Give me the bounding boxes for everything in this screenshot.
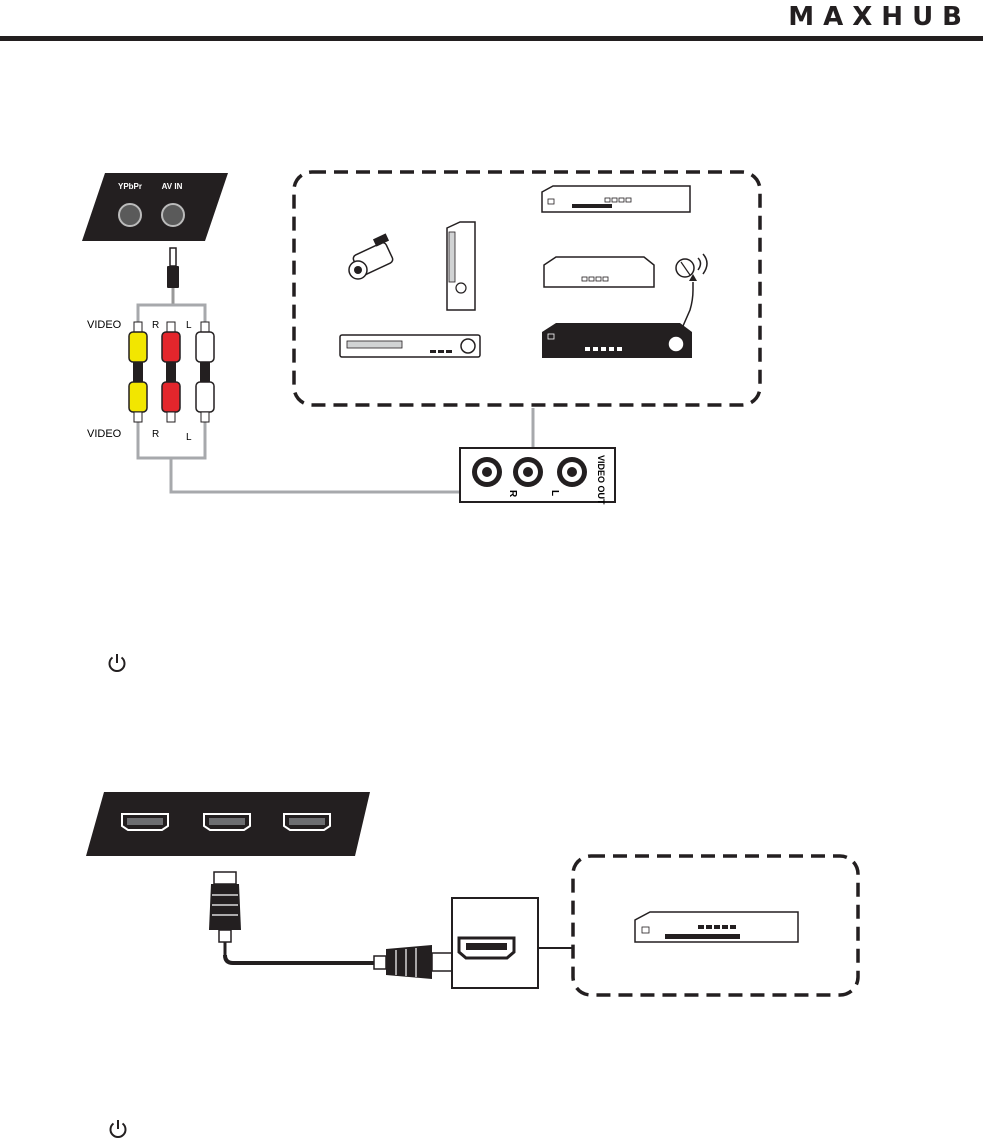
rca-plugs-top [129, 322, 214, 372]
camcorder-icon [349, 233, 394, 279]
maxhub-logo: MAXHUB [788, 2, 971, 32]
av-in-jack [162, 204, 184, 226]
header-rule [0, 36, 983, 41]
tv-av-panel: YPbPr AV IN [82, 173, 228, 241]
hdmi-connection-diagram [0, 785, 983, 1005]
hdmi-plug-vertical [209, 872, 241, 955]
video-out-r-label: R [507, 490, 518, 498]
hdmi-plug-horizontal [374, 945, 452, 979]
video-label-bottom: VIDEO [87, 428, 122, 440]
device-hdmi-port [452, 898, 572, 988]
rca-plugs-bottom [129, 372, 214, 422]
power-icon [107, 1118, 129, 1140]
device-video-out-panel: R L VIDEO OUT [460, 448, 615, 505]
mini-jack-plug [167, 248, 179, 305]
tv-hdmi-panel [86, 792, 370, 856]
ypbpr-label: YPbPr [118, 182, 142, 191]
r-label-bottom: R [152, 429, 159, 440]
video-label-top: VIDEO [87, 319, 122, 331]
r-label-top: R [152, 320, 159, 331]
hdmi-cable [225, 955, 374, 963]
video-out-l-label: L [549, 490, 560, 496]
l-label-top: L [186, 320, 192, 331]
video-out-label: VIDEO OUT [596, 455, 606, 505]
media-player-icon [635, 912, 798, 942]
l-label-bottom: L [186, 432, 192, 443]
satellite-dish-icon [676, 254, 707, 326]
ypbpr-jack [119, 204, 141, 226]
power-icon [106, 652, 128, 674]
game-console-icon [447, 222, 475, 310]
page-header: MAXHUB [0, 0, 983, 44]
satellite-receiver-icon [542, 323, 692, 358]
set-top-box-icon [542, 186, 690, 212]
av-connection-diagram: YPbPr AV IN [0, 160, 983, 520]
receiver-icon [544, 257, 654, 287]
av-in-label: AV IN [162, 182, 183, 191]
dvd-player-icon [340, 335, 480, 357]
